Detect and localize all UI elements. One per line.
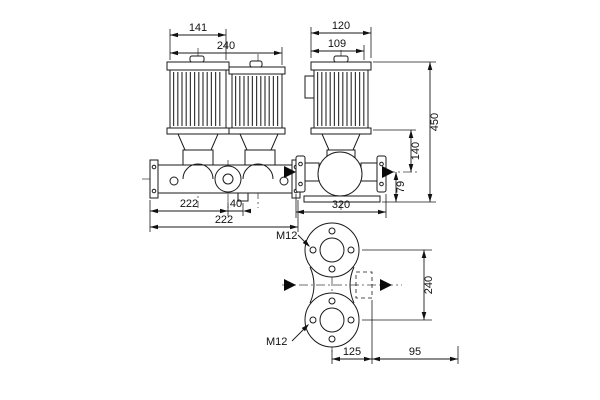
side-dim-79-label: 79 (395, 181, 407, 193)
front-dim-222-left-label: 222 (180, 198, 198, 210)
flange-bolt (151, 164, 157, 170)
bolt-hole (347, 316, 355, 324)
side-dim-109-label: 109 (328, 38, 346, 50)
discharge-stub (360, 162, 378, 182)
dim-bolt-spacing: 240 (362, 249, 435, 321)
left-port-flange (149, 159, 159, 199)
flange-bolt (379, 161, 384, 167)
flow-arrow-inlet (284, 279, 296, 291)
dim-heads-width: 240 (170, 40, 283, 65)
drain-plug (237, 192, 249, 202)
right-seal-housing (244, 149, 276, 166)
suction-stub (304, 162, 320, 182)
bottom-port-bore (319, 307, 345, 333)
gauge-port (169, 176, 179, 186)
bolt-hole (309, 316, 317, 324)
dim-feet: 125 95 (331, 300, 459, 364)
casing-waist-right (349, 266, 355, 304)
dim-overall-width: 222 (150, 200, 299, 232)
side-motor-fan-cover (310, 61, 372, 71)
front-dim-222-total-label: 222 (215, 214, 233, 226)
left-motor-fan-cover (166, 61, 230, 71)
terminal-box (304, 75, 315, 99)
side-dim-320-label: 320 (332, 199, 350, 211)
right-motor-lifting-lug (249, 60, 263, 68)
side-view: 120 109 450 140 (284, 20, 441, 218)
left-seal-housing (182, 149, 214, 166)
dim-port-height: 140 (373, 129, 422, 172)
foot-outline-hidden (355, 271, 373, 299)
suction-flange (295, 155, 306, 193)
flow-arrow-outlet (380, 279, 392, 291)
plan-dim-95-label: 95 (409, 346, 421, 358)
top-port-bore (319, 237, 345, 263)
dim-base-to-port: 79 (393, 172, 407, 202)
bolt-hole (328, 227, 336, 235)
bolt-hole (328, 265, 336, 273)
side-motor-lifting-lug (333, 55, 349, 63)
front-dim-141-label: 141 (189, 22, 207, 34)
flow-arrow-inlet (284, 166, 296, 178)
side-motor-flange (310, 127, 372, 135)
plan-m12-top-label: M12 (276, 230, 297, 242)
side-lantern (321, 133, 361, 151)
bolt-hole (328, 335, 336, 343)
dim-motor-width: 141 (169, 22, 227, 60)
left-motor-flange (166, 127, 230, 135)
dim-port-to-port: 320 (295, 194, 387, 218)
bolt-hole (309, 246, 317, 254)
plan-view: M12 M12 240 125 (266, 222, 459, 364)
left-lantern (177, 133, 219, 151)
plan-dim-240-label: 240 (423, 276, 435, 294)
dim-port-to-center: 222 40 (149, 198, 251, 232)
flange-bolt (151, 188, 157, 194)
side-dim-450-label: 450 (429, 113, 441, 131)
right-volute-arc (242, 163, 274, 180)
dim-fan-cover: 120 (310, 20, 372, 58)
dim-motor-depth: 109 (311, 38, 365, 60)
bolt-hole (347, 246, 355, 254)
thread-callout-top: M12 (276, 230, 312, 249)
flow-arrow-outlet (382, 166, 394, 178)
side-dim-140-label: 140 (410, 142, 422, 160)
plan-m12-bottom-label: M12 (266, 336, 287, 348)
front-view: 141 240 222 40 222 (142, 22, 308, 232)
left-motor-body (169, 69, 227, 129)
bolt-hole (328, 297, 336, 305)
right-motor-fan-cover (228, 66, 286, 75)
left-motor-lifting-lug (189, 55, 205, 63)
bottom-flange (304, 292, 360, 348)
flange-bolt (379, 181, 384, 187)
plan-dim-125-label: 125 (343, 346, 361, 358)
front-dim-240-label: 240 (217, 40, 235, 52)
flange-bolt (298, 161, 303, 167)
center-port-bore (222, 173, 234, 185)
dim-total-height: 450 (373, 61, 441, 203)
right-motor-flange (228, 127, 286, 135)
casing-waist-left (309, 266, 315, 304)
thread-callout-bottom: M12 (266, 322, 311, 348)
flange-bolt (298, 181, 303, 187)
left-volute-arc (182, 163, 214, 180)
right-lantern (239, 133, 279, 151)
center-port (214, 165, 242, 193)
front-dim-40-label: 40 (230, 198, 242, 210)
side-dim-120-label: 120 (332, 20, 350, 32)
top-flange (304, 222, 360, 278)
volute-casing (317, 151, 363, 197)
